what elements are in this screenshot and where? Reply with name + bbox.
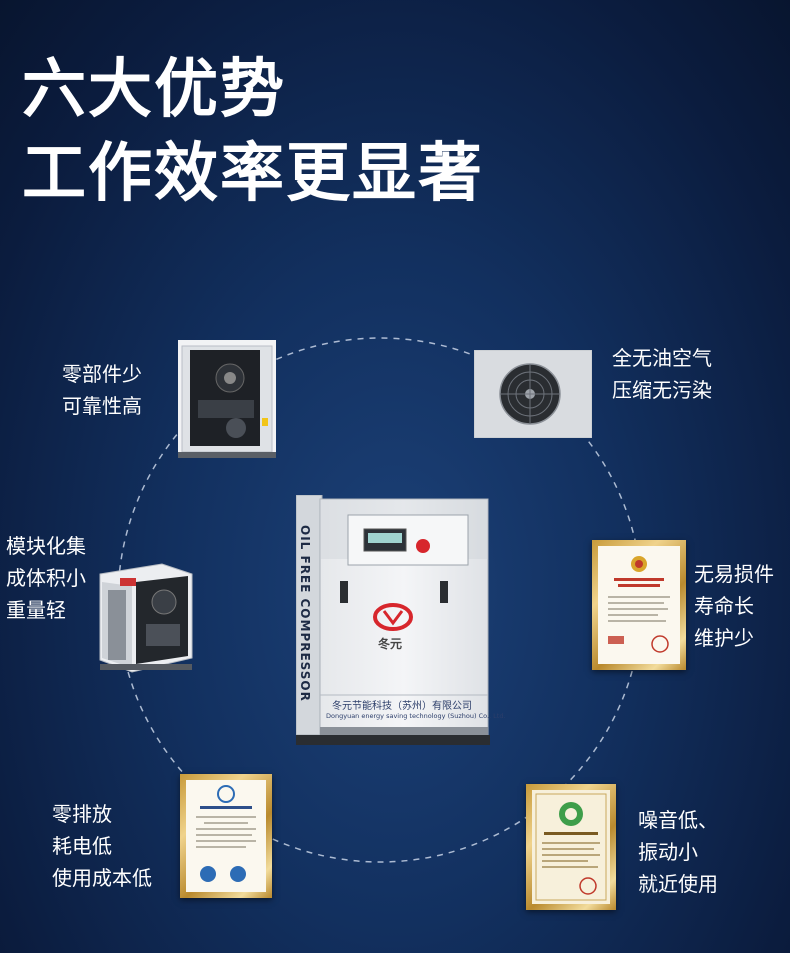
advantage-line: 振动小 [638,840,698,864]
advantage-label-noise: 噪音低、 振动小 就近使用 [638,804,718,900]
brand-name: 冬元 [378,637,403,651]
compressor-module-photo [92,560,196,676]
management-system-certificate [180,774,272,898]
company-name-cn: 冬元节能科技（苏州）有限公司 [332,701,472,712]
advantage-line: 全无油空气 [612,346,712,370]
oil-free-compressor: OIL FREE COMPRESSOR 冬元 冬元节能科技（苏州）有限公司 Do… [296,495,506,745]
advantage-label-parts: 零部件少 可靠性高 [62,358,142,422]
advantage-line: 使用成本低 [52,866,152,890]
company-name-en: Dongyuan energy saving technology (Suzho… [326,712,506,720]
advantage-line: 维护少 [694,626,754,650]
advantage-line: 就近使用 [638,872,718,896]
headline-line-2: 工作效率更显著 [22,137,484,211]
advantage-label-oilfree: 全无油空气 压缩无污染 [612,342,712,406]
advantage-line: 重量轻 [6,598,66,622]
cooling-fan-photo [473,349,593,439]
ce-certificate [526,784,616,910]
side-text: OIL FREE COMPRESSOR [298,525,312,702]
advantage-line: 寿命长 [694,594,754,618]
advantage-line: 模块化集 [6,534,86,558]
advantage-line: 噪音低、 [638,808,718,832]
advantage-label-emission: 零排放 耗电低 使用成本低 [52,798,152,894]
inspection-certificate [592,540,686,670]
advantage-line: 可靠性高 [62,394,142,418]
advantage-line: 零排放 [52,802,112,826]
advantage-line: 零部件少 [62,362,142,386]
compressor-internals-photo [178,340,276,458]
advantage-line: 压缩无污染 [612,378,712,402]
advantage-line: 无易损件 [694,562,774,586]
advantage-line: 成体积小 [6,566,86,590]
headline-line-1: 六大优势 [22,53,286,127]
advantage-label-longlife: 无易损件 寿命长 维护少 [694,558,774,654]
advantage-label-modular: 模块化集 成体积小 重量轻 [6,530,86,626]
advantage-line: 耗电低 [52,834,112,858]
